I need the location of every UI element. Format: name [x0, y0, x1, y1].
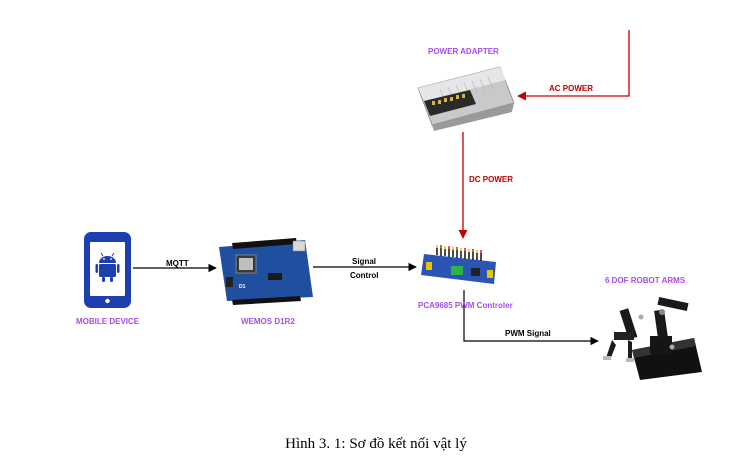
- mobile-device-image: [84, 232, 131, 308]
- svg-text:D1: D1: [239, 284, 246, 290]
- pca9685-board-image: [421, 245, 496, 284]
- robot-arm-label: 6 DOF ROBOT ARMS: [605, 276, 686, 285]
- pwm-signal-connector: [463, 290, 599, 346]
- robot-arm-image: [603, 296, 702, 380]
- mqtt-label: MQTT: [166, 259, 189, 268]
- signal-label: Signal: [352, 257, 377, 266]
- pwm-signal-label: PWM Signal: [505, 329, 551, 338]
- android-icon: [95, 252, 120, 282]
- pca9685-label: PCA9685 PWM Controler: [418, 301, 513, 310]
- control-label: Control: [350, 271, 379, 280]
- power-adapter-label: POWER ADAPTER: [428, 47, 499, 56]
- dc-power-label: DC POWER: [469, 175, 513, 184]
- figure-caption: Hình 3. 1: Sơ đồ kết nối vật lý: [285, 436, 467, 452]
- mobile-device-label: MOBILE DEVICE: [76, 317, 140, 326]
- wemos-label: WEMOS D1R2: [241, 317, 295, 326]
- ac-power-connector: [517, 30, 630, 101]
- power-adapter-image: [417, 66, 515, 131]
- wemos-board-image: D1: [219, 238, 313, 305]
- ac-power-label: AC POWER: [549, 84, 593, 93]
